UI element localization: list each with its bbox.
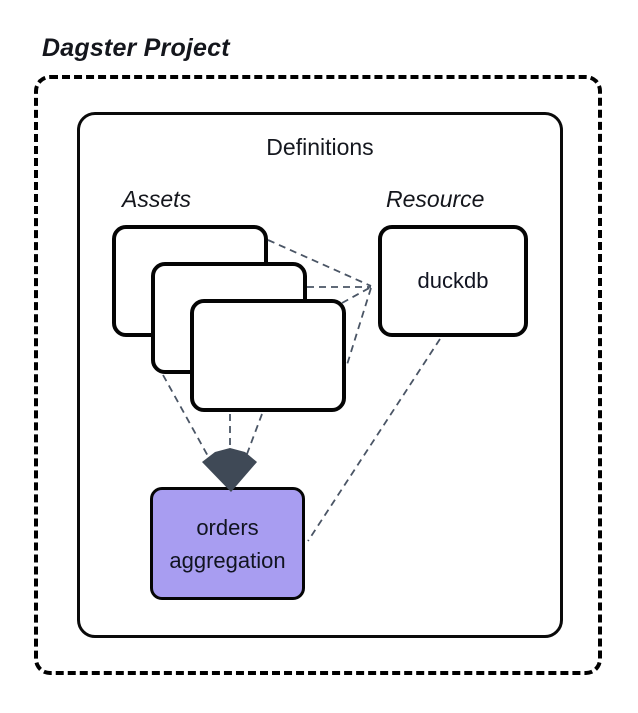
diagram-title: Dagster Project (42, 34, 230, 62)
orders-aggregation-node: orders aggregation (150, 487, 305, 600)
duckdb-resource-node: duckdb (378, 225, 528, 337)
orders-aggregation-label: orders aggregation (169, 514, 286, 573)
duckdb-label: duckdb (417, 268, 489, 293)
resource-group-label: Resource (386, 186, 485, 212)
dagster-project-boundary (34, 75, 602, 675)
definitions-label: Definitions (266, 134, 374, 160)
assets-group-label: Assets (122, 186, 192, 212)
asset-card-front (190, 299, 346, 412)
